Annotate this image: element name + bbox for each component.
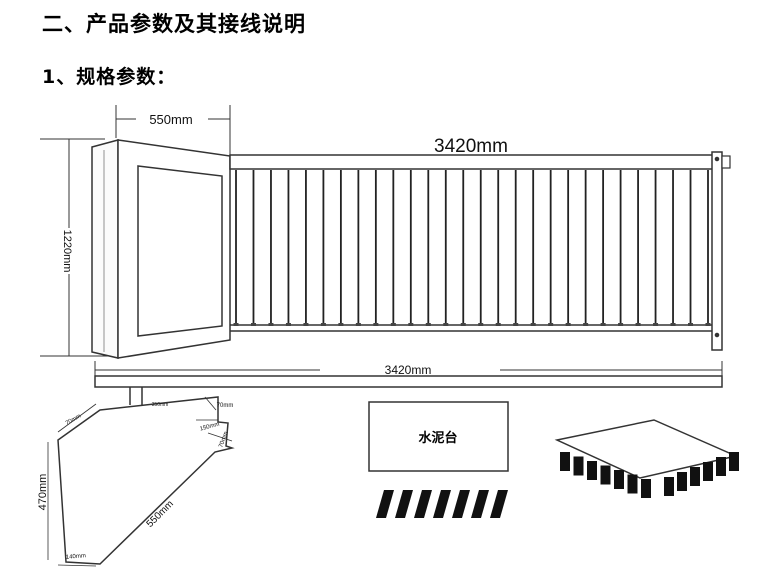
foundation-bar (433, 490, 451, 518)
fence-bar-foot (355, 323, 361, 326)
platform-leg (703, 462, 713, 481)
fence-bar-foot (513, 323, 519, 326)
foundation-bar (452, 490, 470, 518)
fence-bar-foot (653, 323, 659, 326)
platform-leg (614, 470, 624, 489)
fence-bar-foot (285, 323, 291, 326)
platform-leg (600, 465, 611, 485)
fence-bar-foot (408, 323, 414, 326)
foundation-bar (376, 490, 394, 518)
fence-bar-foot (373, 323, 379, 326)
fence-bar-foot (583, 323, 589, 326)
platform-leg (729, 452, 739, 471)
platform-leg (627, 474, 638, 494)
fence-bar-foot (338, 323, 344, 326)
fence-bar-foot (425, 323, 431, 326)
fence-bar-foot (530, 323, 536, 326)
fence-bar-foot (618, 323, 624, 326)
boom-length-top-label: 3420mm (434, 136, 508, 157)
base-diagonal-label: 550mm (145, 499, 176, 530)
platform-leg (677, 472, 687, 491)
platform-leg (716, 457, 726, 476)
foundation-bars (376, 490, 508, 518)
fence-bar-foot (478, 323, 484, 326)
fence-bar-foot (565, 323, 571, 326)
fence-bar-foot (495, 323, 501, 326)
box-height-label: 1220mm (61, 230, 73, 273)
base-mid-label: 150mm (199, 422, 220, 433)
fence-bar-foot (635, 323, 641, 326)
fence-bar-foot (670, 323, 676, 326)
fence-bar-foot (268, 323, 274, 326)
barrier-gate-drawing (40, 105, 731, 359)
foundation-bar (414, 490, 432, 518)
fence-bar-foot (233, 323, 239, 326)
base-top-edge-label: 350mm (152, 402, 169, 408)
base-left-label: 470mm (37, 474, 49, 511)
perspective-platform (554, 419, 739, 498)
platform-legs-left (560, 452, 651, 498)
fence-bar-foot (600, 323, 606, 326)
box-width-label: 550mm (149, 112, 192, 127)
platform-leg (587, 461, 597, 480)
base-small-3-label: 70mm (218, 431, 229, 449)
fence-bar-foot (250, 323, 256, 326)
base-small-2-label: 70mm (217, 403, 234, 409)
base-plan-drawing (47, 396, 235, 567)
base-bottom-label: 140mm (66, 553, 86, 561)
concrete-platform-box (368, 401, 509, 472)
foundation-bar (471, 490, 489, 518)
platform-leg (641, 479, 651, 498)
fence-bar-foot (705, 323, 711, 326)
section-title: 二、产品参数及其接线说明 (42, 12, 306, 36)
foundation-bar (490, 490, 508, 518)
fence-bars (233, 170, 711, 326)
fence-bar-foot (303, 323, 309, 326)
platform-leg (560, 452, 570, 471)
fence-bar-foot (548, 323, 554, 326)
fence-bar-foot (320, 323, 326, 326)
boom-rail-drawing (94, 361, 723, 405)
platform-leg (664, 477, 674, 496)
fence-bar-foot (443, 323, 449, 326)
fence-bar-foot (460, 323, 466, 326)
fence-bar-foot (390, 323, 396, 326)
platform-leg (573, 456, 584, 476)
boom-length-bottom-label: 3420mm (385, 363, 432, 377)
foundation-bar (395, 490, 413, 518)
subsection-title: 1、规格参数： (42, 66, 177, 88)
concrete-platform-label: 水泥台 (418, 430, 457, 446)
platform-legs-right (664, 452, 739, 496)
fence-bar-foot (688, 323, 694, 326)
platform-leg (690, 467, 700, 486)
